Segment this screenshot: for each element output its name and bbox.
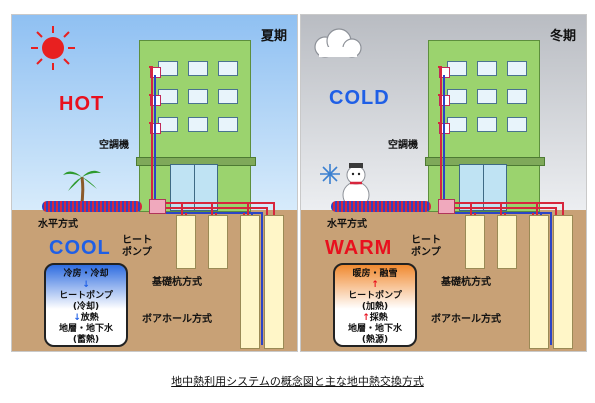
snowflake-icon <box>320 164 340 184</box>
box-line5: 地層・地下水 <box>58 324 113 334</box>
box-line1: 冷房・冷却 <box>63 269 109 279</box>
box-line6: (熱源) <box>361 335 389 345</box>
window <box>507 117 527 132</box>
borehole <box>264 215 284 349</box>
up-arrow-icon: ↑ <box>362 313 370 323</box>
box-line4: 放熱 <box>80 313 99 323</box>
window <box>507 61 527 76</box>
borehole <box>553 215 573 349</box>
horizontal-loop <box>42 201 142 212</box>
window <box>507 89 527 104</box>
box-line1: 暖房・融雪 <box>352 269 398 279</box>
foundation-pile-method-label: 基礎杭方式 <box>441 277 491 288</box>
window <box>477 89 497 104</box>
box-line4: 採熱 <box>369 313 388 323</box>
box-line5: 地層・地下水 <box>347 324 402 334</box>
horizontal-method-label: 水平方式 <box>327 219 367 230</box>
ac-label: 空調機 <box>99 140 129 151</box>
window <box>218 61 238 76</box>
office-building <box>425 40 545 212</box>
heat-pump-label-line1: ヒート <box>411 235 441 246</box>
window <box>188 117 208 132</box>
foundation-pile <box>497 215 517 269</box>
heat-pump-label-line2: ポンプ <box>411 247 441 258</box>
ground-temp-label: COOL <box>49 237 111 259</box>
air-temp-label: HOT <box>59 93 105 115</box>
box-line3: (冷却) <box>72 302 100 312</box>
down-arrow-icon: ↓ <box>82 280 90 290</box>
heat-pump-label: ヒート ポンプ <box>411 235 441 259</box>
borehole <box>240 215 260 349</box>
heat-pump-icon <box>149 199 166 214</box>
box-line4-row: ↑採熱 <box>335 313 415 324</box>
borehole <box>529 215 549 349</box>
figure-caption-text: 地中熱利用システムの概念図と主な地中熱交換方式 <box>171 375 424 388</box>
up-arrow-icon: ↑ <box>371 280 379 290</box>
down-arrow-icon: ↓ <box>73 313 81 323</box>
box-line2: ヒートポンプ <box>348 291 402 301</box>
foundation-pile <box>465 215 485 269</box>
heat-flow-box: 暖房・融雪 ↑ ヒートポンプ (加熱) ↑採熱 地層・地下水 (熱源) <box>333 263 417 347</box>
season-label: 夏期 <box>260 29 287 44</box>
season-label: 冬期 <box>549 29 576 44</box>
window <box>218 117 238 132</box>
box-line4-row: ↓放熱 <box>46 313 126 324</box>
figure-caption: 地中熱利用システムの概念図と主な地中熱交換方式 <box>0 373 595 389</box>
ac-label: 空調機 <box>388 140 418 151</box>
window <box>477 61 497 76</box>
horizontal-method-label: 水平方式 <box>38 219 78 230</box>
heat-pump-label: ヒート ポンプ <box>122 235 152 259</box>
foundation-pile <box>208 215 228 269</box>
window <box>218 89 238 104</box>
heat-flow-box: 冷房・冷却 ↓ ヒートポンプ (冷却) ↓放熱 地層・地下水 (蓄熱) <box>44 263 128 347</box>
summer-panel: 夏期 HOT <box>11 14 298 352</box>
air-temp-label: COLD <box>329 87 390 109</box>
box-line6: (蓄熱) <box>72 335 100 345</box>
box-line2: ヒートポンプ <box>59 291 113 301</box>
heat-pump-label-line2: ポンプ <box>122 247 152 258</box>
window <box>477 117 497 132</box>
foundation-pile-method-label: 基礎杭方式 <box>152 277 202 288</box>
heat-pump-label-line1: ヒート <box>122 235 152 246</box>
box-line3: (加熱) <box>361 302 389 312</box>
borehole-method-label: ボアホール方式 <box>431 314 501 325</box>
borehole-method-label: ボアホール方式 <box>142 314 212 325</box>
winter-panel: 冬期 COLD <box>300 14 587 352</box>
window <box>188 61 208 76</box>
window <box>188 89 208 104</box>
ground-temp-label: WARM <box>325 237 393 259</box>
sun-icon <box>31 26 75 70</box>
heat-pump-icon <box>438 199 455 214</box>
cloud-icon <box>314 28 362 58</box>
horizontal-loop <box>331 201 431 212</box>
foundation-pile <box>176 215 196 269</box>
